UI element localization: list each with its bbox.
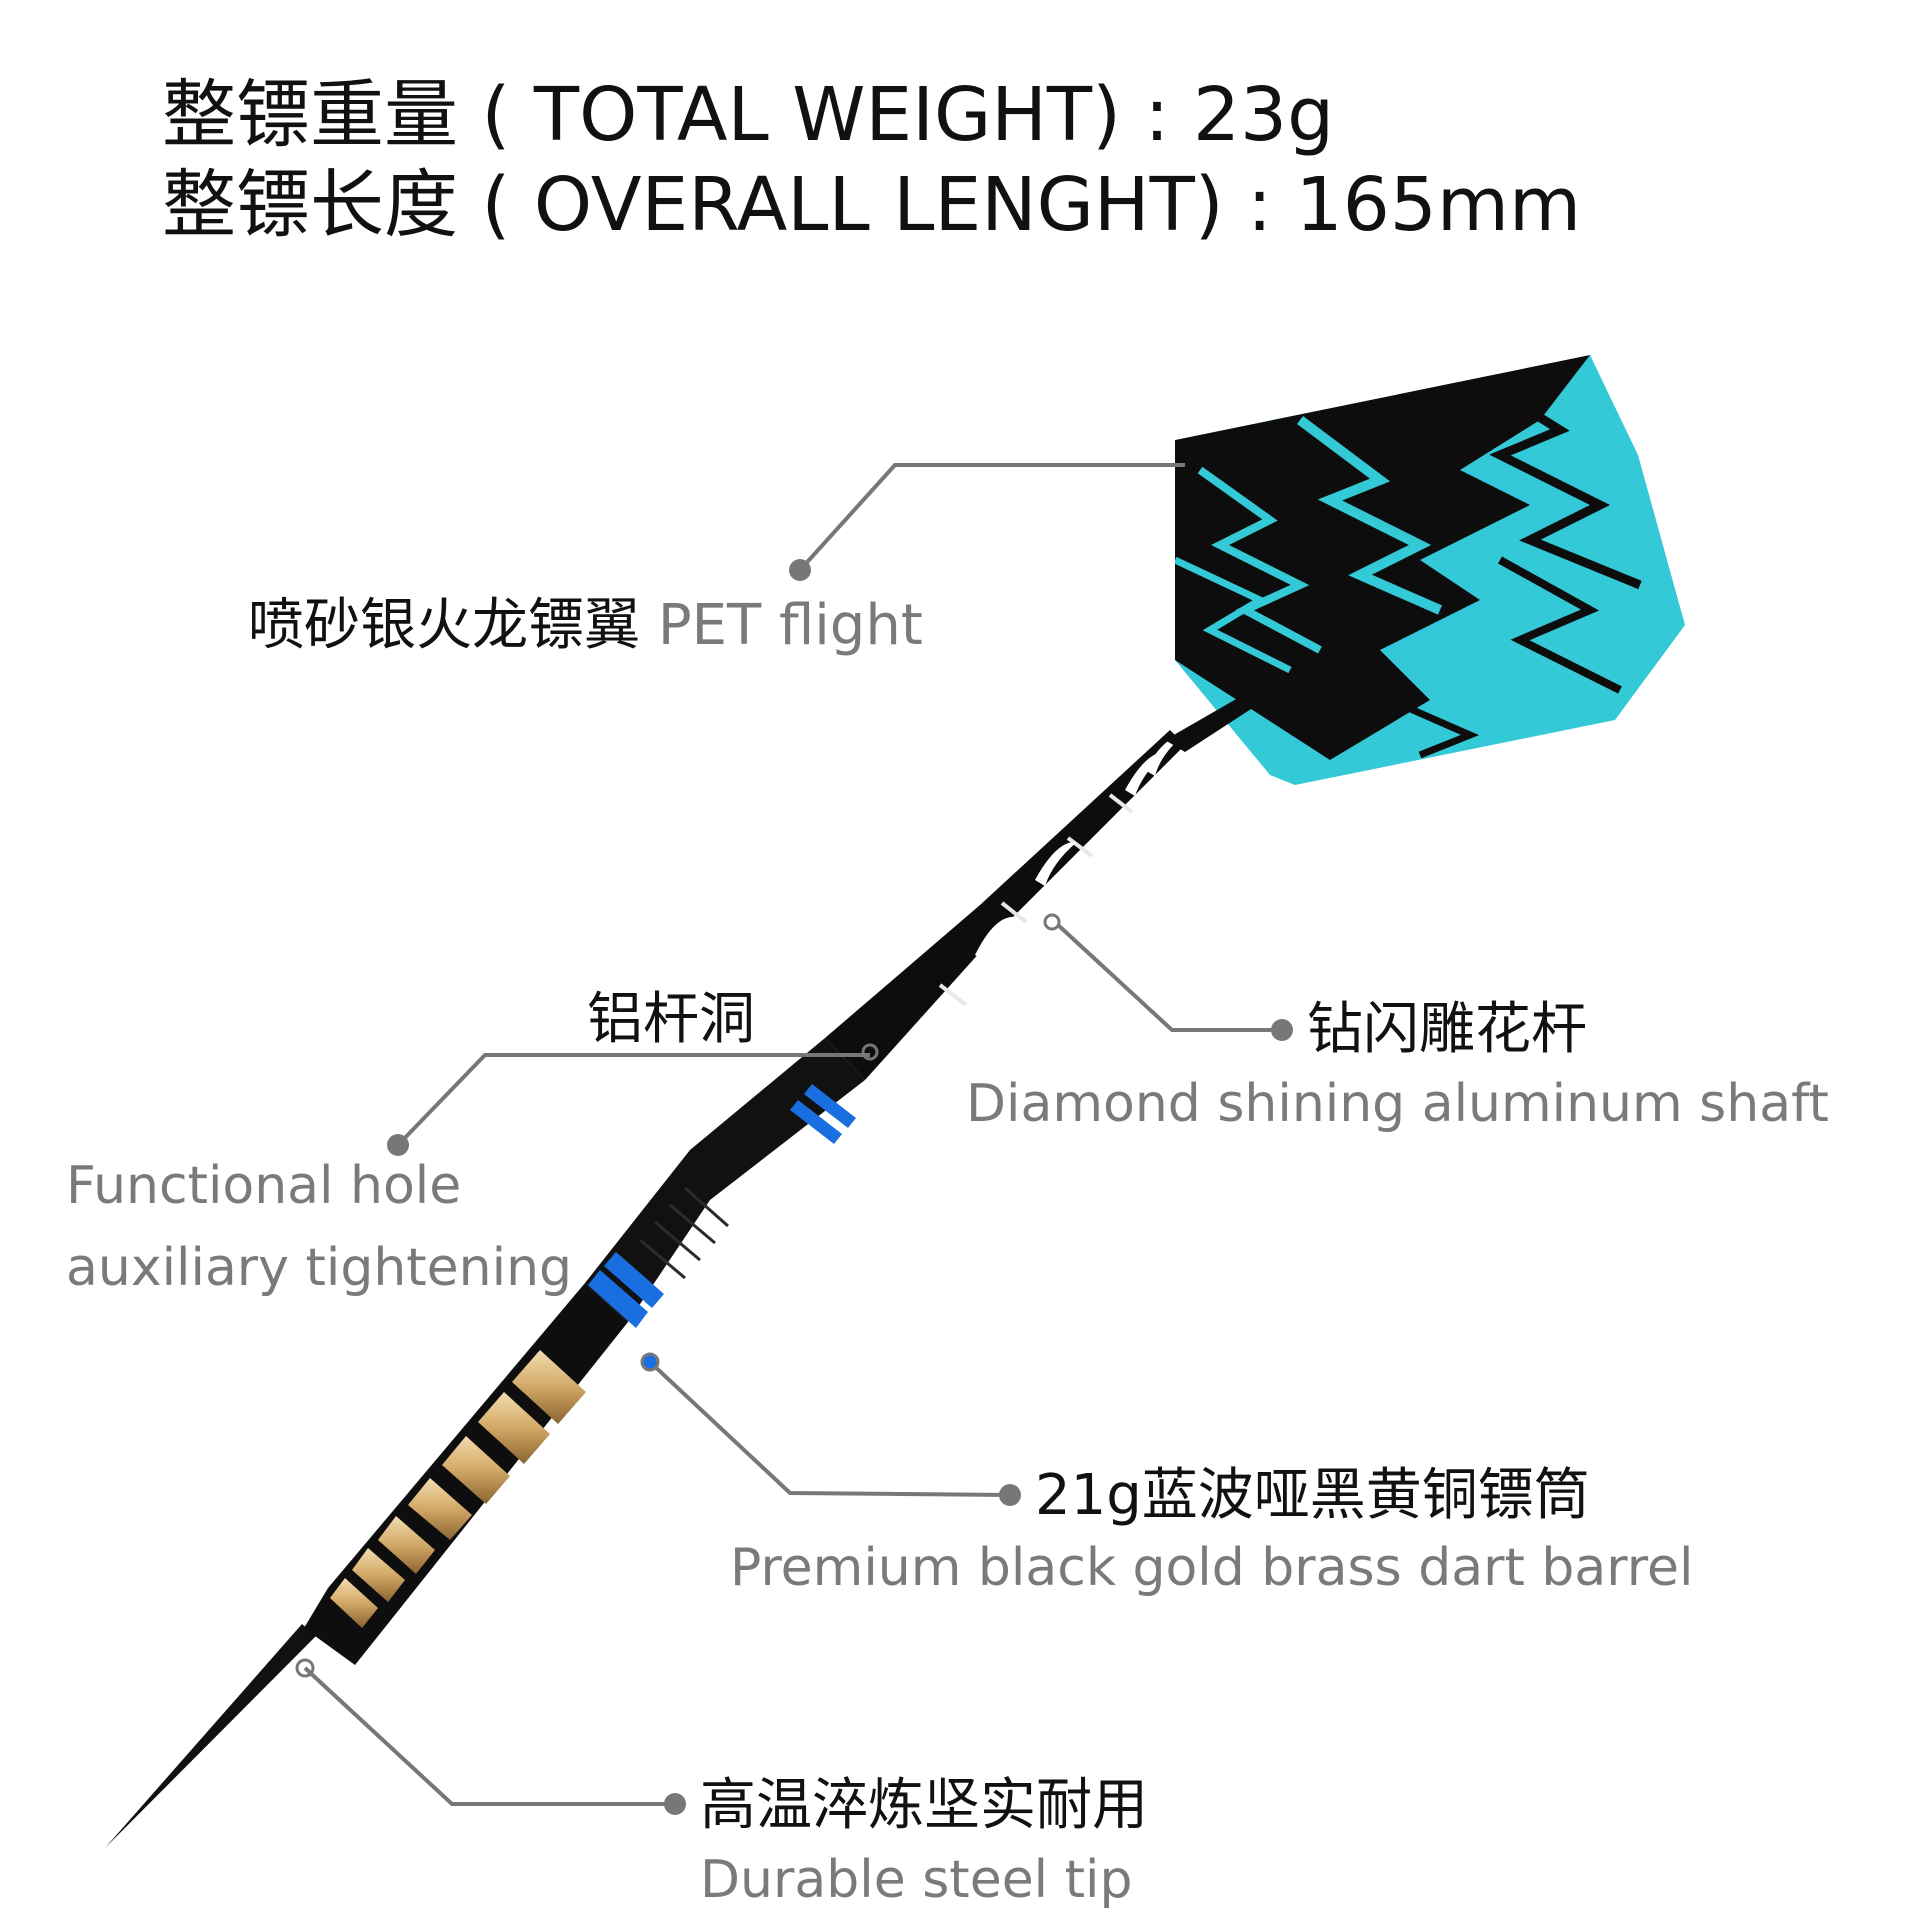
shaft-label-en: Diamond shining aluminum shaft bbox=[966, 1074, 1829, 1134]
flight-label-cn: 喷砂银火龙镖翼 bbox=[248, 593, 640, 658]
shaft-label-cn: 钻闪雕花杆 bbox=[1307, 997, 1587, 1062]
barrel-label-en: Premium black gold brass dart barrel bbox=[730, 1538, 1694, 1598]
flight-callout: 喷砂银火龙镖翼 PET flight bbox=[248, 598, 923, 654]
shaft-graphic bbox=[825, 675, 1278, 1080]
shaft-leader bbox=[1056, 923, 1282, 1032]
leader-dots bbox=[387, 559, 1293, 1815]
flight-label-en: PET flight bbox=[657, 593, 923, 658]
tip-label-en: Durable steel tip bbox=[700, 1850, 1133, 1910]
barrel-leader bbox=[648, 1360, 1011, 1497]
total-weight-spec: 整镖重量 ( TOTAL WEIGHT) : 23g bbox=[162, 72, 1335, 158]
leader-lines bbox=[303, 463, 1282, 1806]
steel-tip bbox=[105, 1624, 316, 1848]
flight-graphic bbox=[1175, 355, 1685, 785]
hole-label-en-line1: Functional hole bbox=[66, 1156, 462, 1216]
hole-label-cn: 铝杆洞 bbox=[587, 987, 755, 1052]
overall-length-spec: 整镖长度 ( OVERALL LENGHT) : 165mm bbox=[162, 162, 1582, 248]
flight-leader bbox=[798, 463, 1185, 572]
hole-leader bbox=[396, 1053, 870, 1147]
hole-label-en-line2: auxiliary tightening bbox=[66, 1238, 573, 1298]
tip-leader bbox=[303, 1666, 675, 1806]
barrel-graphic bbox=[304, 1038, 865, 1665]
tip-label-cn: 高温淬炼坚实耐用 bbox=[700, 1773, 1148, 1838]
barrel-label-cn: 21g蓝波哑黑黄铜镖筒 bbox=[1035, 1463, 1590, 1528]
